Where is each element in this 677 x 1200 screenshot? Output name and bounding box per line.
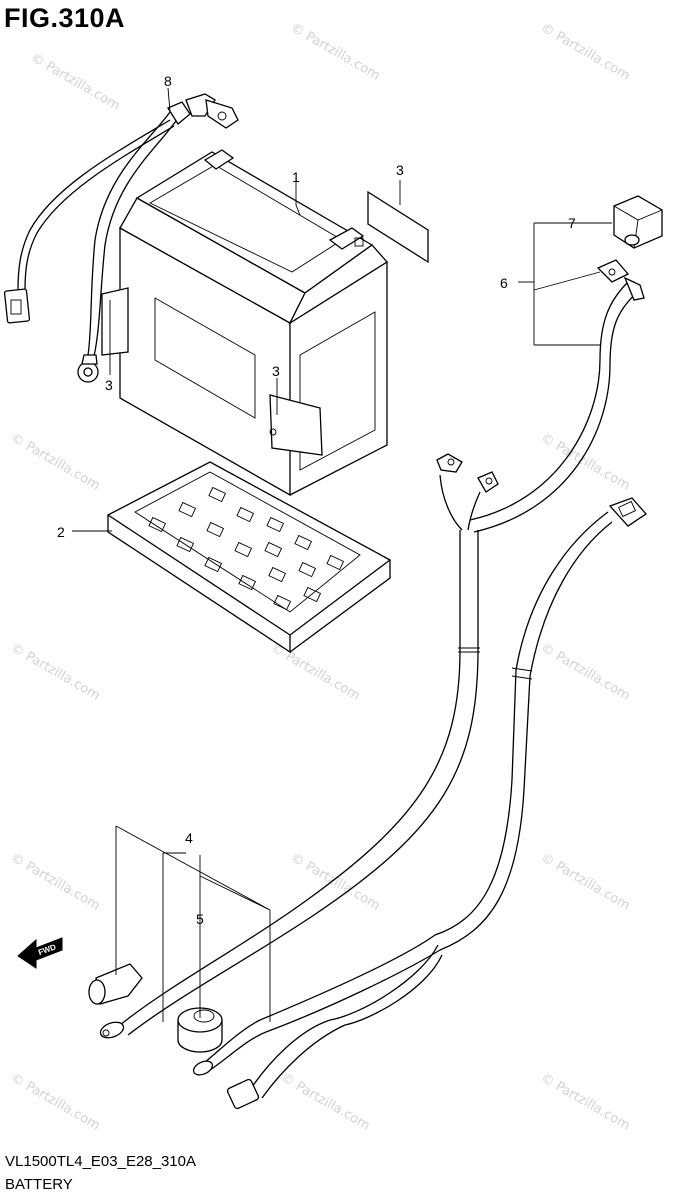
watermark: © Partzilla.com bbox=[8, 430, 102, 493]
cover-part-5 bbox=[177, 1007, 223, 1053]
watermark: © Partzilla.com bbox=[28, 50, 122, 113]
callout-6: 6 bbox=[500, 275, 508, 291]
sub-harness bbox=[192, 497, 647, 1110]
callout-1: 1 bbox=[292, 169, 300, 185]
watermark: © Partzilla.com bbox=[288, 20, 382, 83]
callout-5: 5 bbox=[196, 911, 204, 927]
watermark: © Partzilla.com bbox=[8, 640, 102, 703]
callout-2: 2 bbox=[57, 524, 65, 540]
watermark: © Partzilla.com bbox=[8, 1070, 102, 1133]
callout-4: 4 bbox=[185, 830, 193, 846]
main-harness-part-4 bbox=[99, 453, 499, 1039]
watermark: © Partzilla.com bbox=[538, 850, 632, 913]
callout-8: 8 bbox=[164, 73, 172, 89]
pad-part-3 bbox=[367, 190, 429, 264]
figure-name: BATTERY bbox=[5, 1176, 73, 1193]
battery-part-1 bbox=[101, 149, 388, 497]
watermark: © Partzilla.com bbox=[268, 640, 362, 703]
watermark: © Partzilla.com bbox=[538, 430, 632, 493]
watermark: © Partzilla.com bbox=[538, 1070, 632, 1133]
callout-3-pad: 3 bbox=[396, 162, 404, 178]
callout-3-right: 3 bbox=[272, 363, 280, 379]
watermark: © Partzilla.com bbox=[8, 850, 102, 913]
forward-direction-marker: FWD bbox=[17, 937, 63, 969]
positive-cable-part-6 bbox=[469, 259, 645, 533]
watermark: © Partzilla.com bbox=[278, 1070, 372, 1133]
boot-part-4 bbox=[88, 963, 143, 1005]
watermark: © Partzilla.com bbox=[538, 20, 632, 83]
leader-lines bbox=[72, 178, 612, 1022]
callout-3-left: 3 bbox=[105, 377, 113, 393]
negative-cable-part-8 bbox=[3, 87, 239, 383]
terminal-cap-part-7 bbox=[613, 195, 663, 249]
figure-code: VL1500TL4_E03_E28_310A bbox=[5, 1153, 197, 1170]
callout-7: 7 bbox=[568, 215, 576, 231]
battery-tray-part-2 bbox=[106, 461, 392, 654]
figure-title: FIG.310A bbox=[4, 3, 126, 33]
watermark: © Partzilla.com bbox=[538, 640, 632, 703]
